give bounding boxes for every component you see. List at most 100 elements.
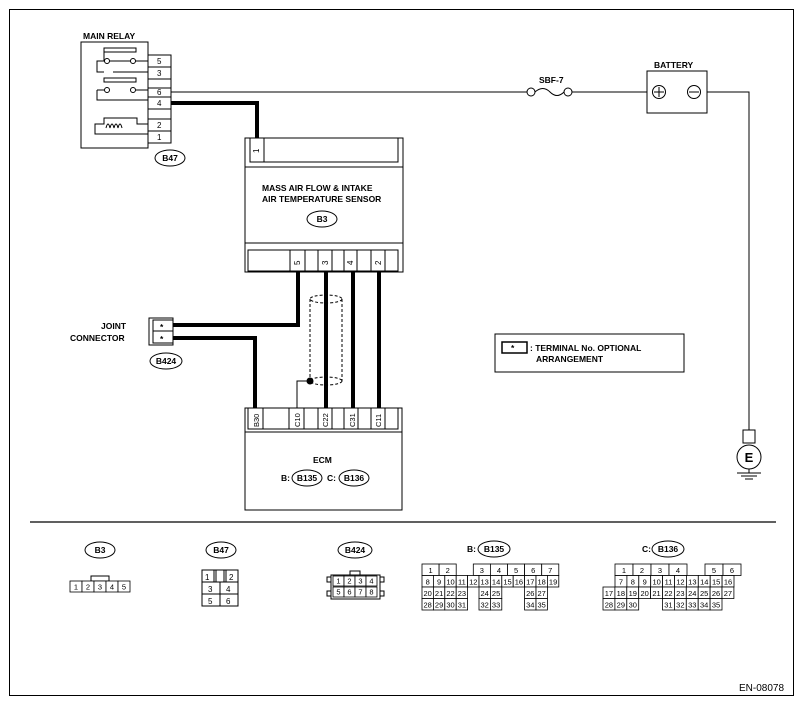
joint-pin-2: * bbox=[160, 334, 164, 344]
b47-pin: 2 bbox=[229, 573, 234, 582]
b3-pin: 2 bbox=[86, 583, 90, 592]
b424-pin: 2 bbox=[347, 577, 351, 586]
b47-pin: 6 bbox=[226, 597, 231, 606]
joint-connector-code: B424 bbox=[156, 356, 177, 366]
b136-pin: 19 bbox=[629, 589, 637, 598]
b136-pin: 10 bbox=[652, 578, 660, 587]
b136-pin: 5 bbox=[712, 566, 716, 575]
b136-pin: 14 bbox=[700, 578, 708, 587]
b135-pin: 28 bbox=[424, 601, 432, 610]
joint-label-line2: CONNECTOR bbox=[70, 333, 125, 343]
b135-pin: 14 bbox=[492, 578, 500, 587]
b135-pin: 16 bbox=[515, 578, 523, 587]
b135-pin: 2 bbox=[446, 566, 450, 575]
b3-pin: 5 bbox=[122, 583, 126, 592]
joint-pin-1: * bbox=[160, 322, 164, 332]
b135-pin: 21 bbox=[435, 589, 443, 598]
relay-contact-2a bbox=[104, 87, 110, 93]
b135-pin: 19 bbox=[549, 578, 557, 587]
b135-pin: 26 bbox=[526, 589, 534, 598]
b136-pin: 21 bbox=[652, 589, 660, 598]
b135-pin: 34 bbox=[526, 601, 534, 610]
b136-pin: 1 bbox=[622, 566, 626, 575]
relay-pin-6: 6 bbox=[157, 88, 162, 97]
relay-pin-block bbox=[147, 54, 172, 144]
ecm-conn-b-badge bbox=[291, 469, 323, 487]
shield-cable bbox=[296, 294, 343, 408]
b424-key bbox=[349, 570, 361, 576]
ecm-conn-c-code: B136 bbox=[344, 473, 365, 483]
joint-connector: JOINT CONNECTOR * * B424 bbox=[70, 317, 183, 370]
b136-pin: 12 bbox=[676, 578, 684, 587]
b424-tab-left bbox=[326, 576, 332, 583]
ground-label: E bbox=[745, 450, 754, 465]
b135-pin: 9 bbox=[437, 578, 441, 587]
b424-pin: 5 bbox=[336, 588, 340, 597]
b136-pin: 17 bbox=[605, 589, 613, 598]
b424-pin: 7 bbox=[358, 588, 362, 597]
ecm-connector bbox=[247, 407, 399, 430]
legend-line2: ARRANGEMENT bbox=[536, 354, 604, 364]
wire-joint-to-ecm-b30 bbox=[173, 336, 257, 408]
relay-coil bbox=[94, 117, 148, 135]
b135-pin: 29 bbox=[435, 601, 443, 610]
wire-battery-to-ground bbox=[707, 91, 750, 430]
fuse-terminal-left bbox=[526, 87, 536, 97]
relay-contact-2b bbox=[130, 87, 136, 93]
b136-pin: 25 bbox=[700, 589, 708, 598]
legend-symbol: * bbox=[511, 343, 515, 353]
fuse-terminal-right bbox=[563, 87, 573, 97]
b424-pin: 1 bbox=[336, 577, 340, 586]
joint-label-line1: JOINT bbox=[101, 321, 127, 331]
relay-switch-2 bbox=[96, 89, 148, 101]
b135-badge bbox=[477, 540, 511, 558]
b424-badge bbox=[337, 541, 373, 559]
b3-pin: 4 bbox=[110, 583, 114, 592]
b136-pin: 24 bbox=[688, 589, 696, 598]
b136-prefix: C: bbox=[642, 544, 651, 554]
relay-pin-5: 5 bbox=[157, 57, 162, 66]
b136-pin: 18 bbox=[617, 589, 625, 598]
b135-pin: 30 bbox=[446, 601, 454, 610]
b136-pin: 29 bbox=[617, 601, 625, 610]
b136-pin: 30 bbox=[629, 601, 637, 610]
b136-pin: 9 bbox=[643, 578, 647, 587]
b424-pin: 3 bbox=[358, 577, 362, 586]
b47-pin: 3 bbox=[208, 585, 213, 594]
b3-badge bbox=[84, 541, 116, 559]
b47-pin: 5 bbox=[208, 597, 213, 606]
fuse-element bbox=[534, 88, 565, 96]
ecm-conn-c-badge bbox=[338, 469, 370, 487]
b135-pin: 25 bbox=[492, 589, 500, 598]
fuse-sbf7: SBF-7 bbox=[526, 75, 573, 97]
main-relay-body bbox=[80, 41, 149, 149]
main-relay: MAIN RELAY 5 3 6 4 2 1 B47 bbox=[80, 31, 186, 167]
relay-connector-code: B47 bbox=[162, 153, 178, 163]
legend-symbol-box bbox=[501, 341, 528, 354]
maf-sensor: 1 MASS AIR FLOW & INTAKE AIR TEMPERATURE… bbox=[244, 137, 404, 273]
b136-cell bbox=[709, 598, 723, 611]
b135-pin: 4 bbox=[497, 566, 501, 575]
maf-pin-4: 4 bbox=[346, 260, 355, 265]
b135-pin: 8 bbox=[426, 578, 430, 587]
b136-pin: 26 bbox=[712, 589, 720, 598]
legend-line1: : TERMINAL No. OPTIONAL bbox=[530, 343, 641, 353]
b136-pin: 33 bbox=[688, 601, 696, 610]
relay-contact-1b bbox=[130, 58, 136, 64]
b135-pin: 27 bbox=[538, 589, 546, 598]
b136-pin: 32 bbox=[676, 601, 684, 610]
b3-pin: 3 bbox=[98, 583, 102, 592]
maf-pin-3: 3 bbox=[321, 260, 330, 265]
b136-pin: 11 bbox=[665, 578, 673, 587]
b135-pin: 1 bbox=[428, 566, 432, 575]
b135-prefix: B: bbox=[467, 544, 476, 554]
ecm-label: ECM bbox=[313, 455, 332, 465]
b3-code: B3 bbox=[95, 545, 106, 555]
ecm-conn-b-prefix: B: bbox=[281, 473, 290, 483]
maf-pin-5: 5 bbox=[293, 260, 302, 265]
b135-pin: 31 bbox=[458, 601, 466, 610]
b135-pin: 7 bbox=[548, 566, 552, 575]
